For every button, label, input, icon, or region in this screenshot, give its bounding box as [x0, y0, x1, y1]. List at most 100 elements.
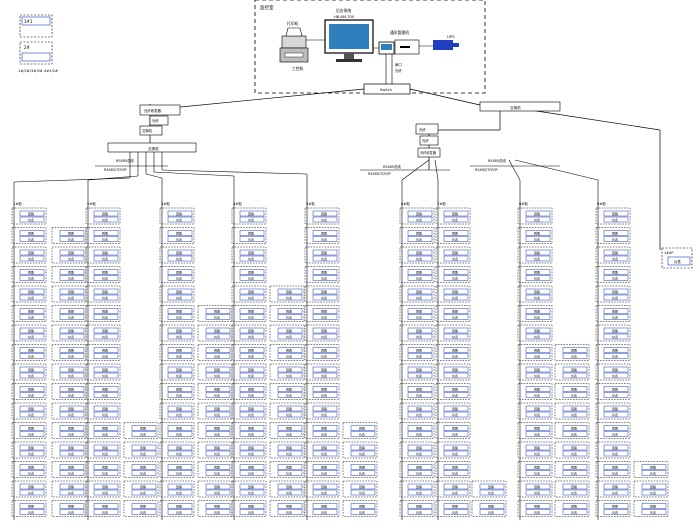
device-label-bottom: 仪表: [102, 471, 108, 476]
device-label-top: 回路: [286, 504, 292, 509]
device-label-top: 回路: [452, 328, 458, 333]
device-label-top: 回路: [102, 328, 108, 333]
device-label-bottom: 仪表: [534, 334, 540, 339]
device-label-bottom: 仪表: [176, 490, 182, 495]
device-label-bottom: 仪表: [650, 471, 656, 476]
device-label-top: 回路: [534, 348, 540, 353]
device-label-top: 回路: [102, 484, 108, 489]
device-label-bottom: 仪表: [571, 373, 577, 378]
device-label-top: 回路: [571, 445, 577, 450]
device-label-bottom: 仪表: [534, 373, 540, 378]
device-label-top: 回路: [612, 465, 618, 470]
device-label-bottom: 仪表: [248, 237, 254, 242]
device-label-bottom: 仪表: [68, 373, 74, 378]
device-label-bottom: 仪表: [612, 237, 618, 242]
device-label-bottom: 仪表: [321, 315, 327, 320]
device-label-bottom: 仪表: [248, 334, 254, 339]
device-label-bottom: 仪表: [321, 490, 327, 495]
device-label-top: 回路: [534, 231, 540, 236]
device-label-top: 回路: [214, 484, 220, 489]
device-label-bottom: 仪表: [28, 451, 34, 456]
device-label-bottom: 仪表: [68, 256, 74, 261]
device-label-bottom: 仪表: [321, 510, 327, 515]
device-label-top: 回路: [102, 445, 108, 450]
device-label-top: 回路: [68, 426, 74, 431]
device-label-bottom: 仪表: [612, 276, 618, 281]
device-label-bottom: 仪表: [321, 354, 327, 359]
device-label-top: 回路: [28, 231, 34, 236]
device-label-top: 回路: [248, 231, 254, 236]
device-label-bottom: 仪表: [102, 373, 108, 378]
device-label-top: 回路: [68, 231, 74, 236]
device-label-top: 回路: [176, 348, 182, 353]
device-label-bottom: 仪表: [612, 373, 618, 378]
device-label-top: 回路: [321, 348, 327, 353]
column-header: 6#柜: [401, 201, 410, 206]
device-label-top: 回路: [102, 387, 108, 392]
device-label-top: 回路: [248, 504, 254, 509]
device-label-top: 回路: [68, 348, 74, 353]
device-label-top: 回路: [416, 328, 422, 333]
device-label-top: 回路: [612, 309, 618, 314]
device-label-top: 回路: [102, 504, 108, 509]
device-label-top: 回路: [452, 367, 458, 372]
device-label-top: 回路: [248, 367, 254, 372]
device-label-bottom: 仪表: [416, 237, 422, 242]
device-column: 4#柜回路仪表回路仪表回路仪表回路仪表回路仪表回路仪表回路仪表回路仪表回路仪表回…: [231, 201, 267, 517]
device-label-top: 回路: [176, 289, 182, 294]
device-label-top: 回路: [176, 211, 182, 216]
device-label-bottom: 仪表: [102, 490, 108, 495]
device-label-bottom: 仪表: [321, 471, 327, 476]
device-label-bottom: 仪表: [452, 412, 458, 417]
device-label-bottom: 仪表: [416, 295, 422, 300]
device-label-top: 回路: [416, 465, 422, 470]
device-label-bottom: 仪表: [359, 432, 365, 437]
device-label-top: 回路: [28, 387, 34, 392]
device-label-bottom: 仪表: [571, 490, 577, 495]
device-label-bottom: 仪表: [248, 256, 254, 261]
device-column: 回路仪表回路仪表回路仪表回路仪表回路仪表回路仪表回路仪表回路仪表回路仪表回路仪表…: [269, 285, 305, 517]
device-label-top: 回路: [612, 387, 618, 392]
device-label-bottom: 仪表: [612, 393, 618, 398]
printer-label: 打印机: [287, 21, 299, 26]
device-label-bottom: 仪表: [452, 217, 458, 222]
device-label-bottom: 仪表: [28, 237, 34, 242]
device-label-top: 回路: [571, 484, 577, 489]
device-label-bottom: 仪表: [176, 432, 182, 437]
device-label-top: 回路: [140, 504, 146, 509]
device-label-top: 回路: [248, 250, 254, 255]
far-right-box: 1#AP 仪表: [661, 247, 693, 269]
